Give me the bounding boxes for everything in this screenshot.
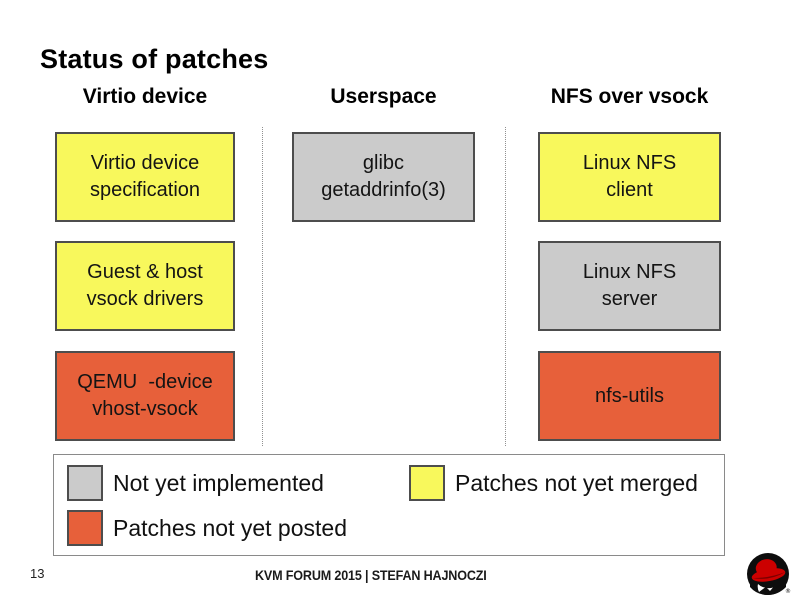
box-qemu-device-vhost-vsock: QEMU -device vhost-vsock [55, 351, 235, 441]
page-title: Status of patches [40, 44, 269, 74]
legend-label: Patches not yet merged [455, 469, 698, 496]
box-glibc-getaddrinfo: glibc getaddrinfo(3) [292, 132, 475, 222]
footer-text: KVM FORUM 2015 | STEFAN HAJNOCZI [255, 567, 487, 583]
column-header-userspace: Userspace [330, 85, 437, 108]
box-linux-nfs-client: Linux NFS client [538, 132, 721, 222]
column-divider-right [505, 127, 506, 446]
redhat-logo-icon: ® [747, 553, 791, 595]
box-guest-host-vsock-drivers: Guest & host vsock drivers [55, 241, 235, 331]
legend-item-patches-not-merged: Patches not yet merged [409, 463, 698, 503]
legend: Not yet implemented Patches not yet merg… [53, 454, 725, 556]
column-divider-left [262, 127, 263, 446]
box-virtio-device-specification: Virtio device specification [55, 132, 235, 222]
legend-label: Not yet implemented [113, 469, 324, 496]
column-header-virtio-device: Virtio device [82, 85, 208, 108]
box-nfs-utils: nfs-utils [538, 351, 721, 441]
legend-item-patches-not-posted: Patches not yet posted [67, 508, 347, 548]
legend-label: Patches not yet posted [113, 514, 347, 541]
legend-swatch-red [67, 510, 103, 546]
svg-text:®: ® [785, 588, 791, 595]
legend-swatch-yellow [409, 465, 445, 501]
box-linux-nfs-server: Linux NFS server [538, 241, 721, 331]
legend-swatch-gray [67, 465, 103, 501]
column-header-nfs-over-vsock: NFS over vsock [550, 85, 709, 108]
legend-item-not-implemented: Not yet implemented [67, 463, 324, 503]
page-number: 13 [30, 566, 45, 581]
